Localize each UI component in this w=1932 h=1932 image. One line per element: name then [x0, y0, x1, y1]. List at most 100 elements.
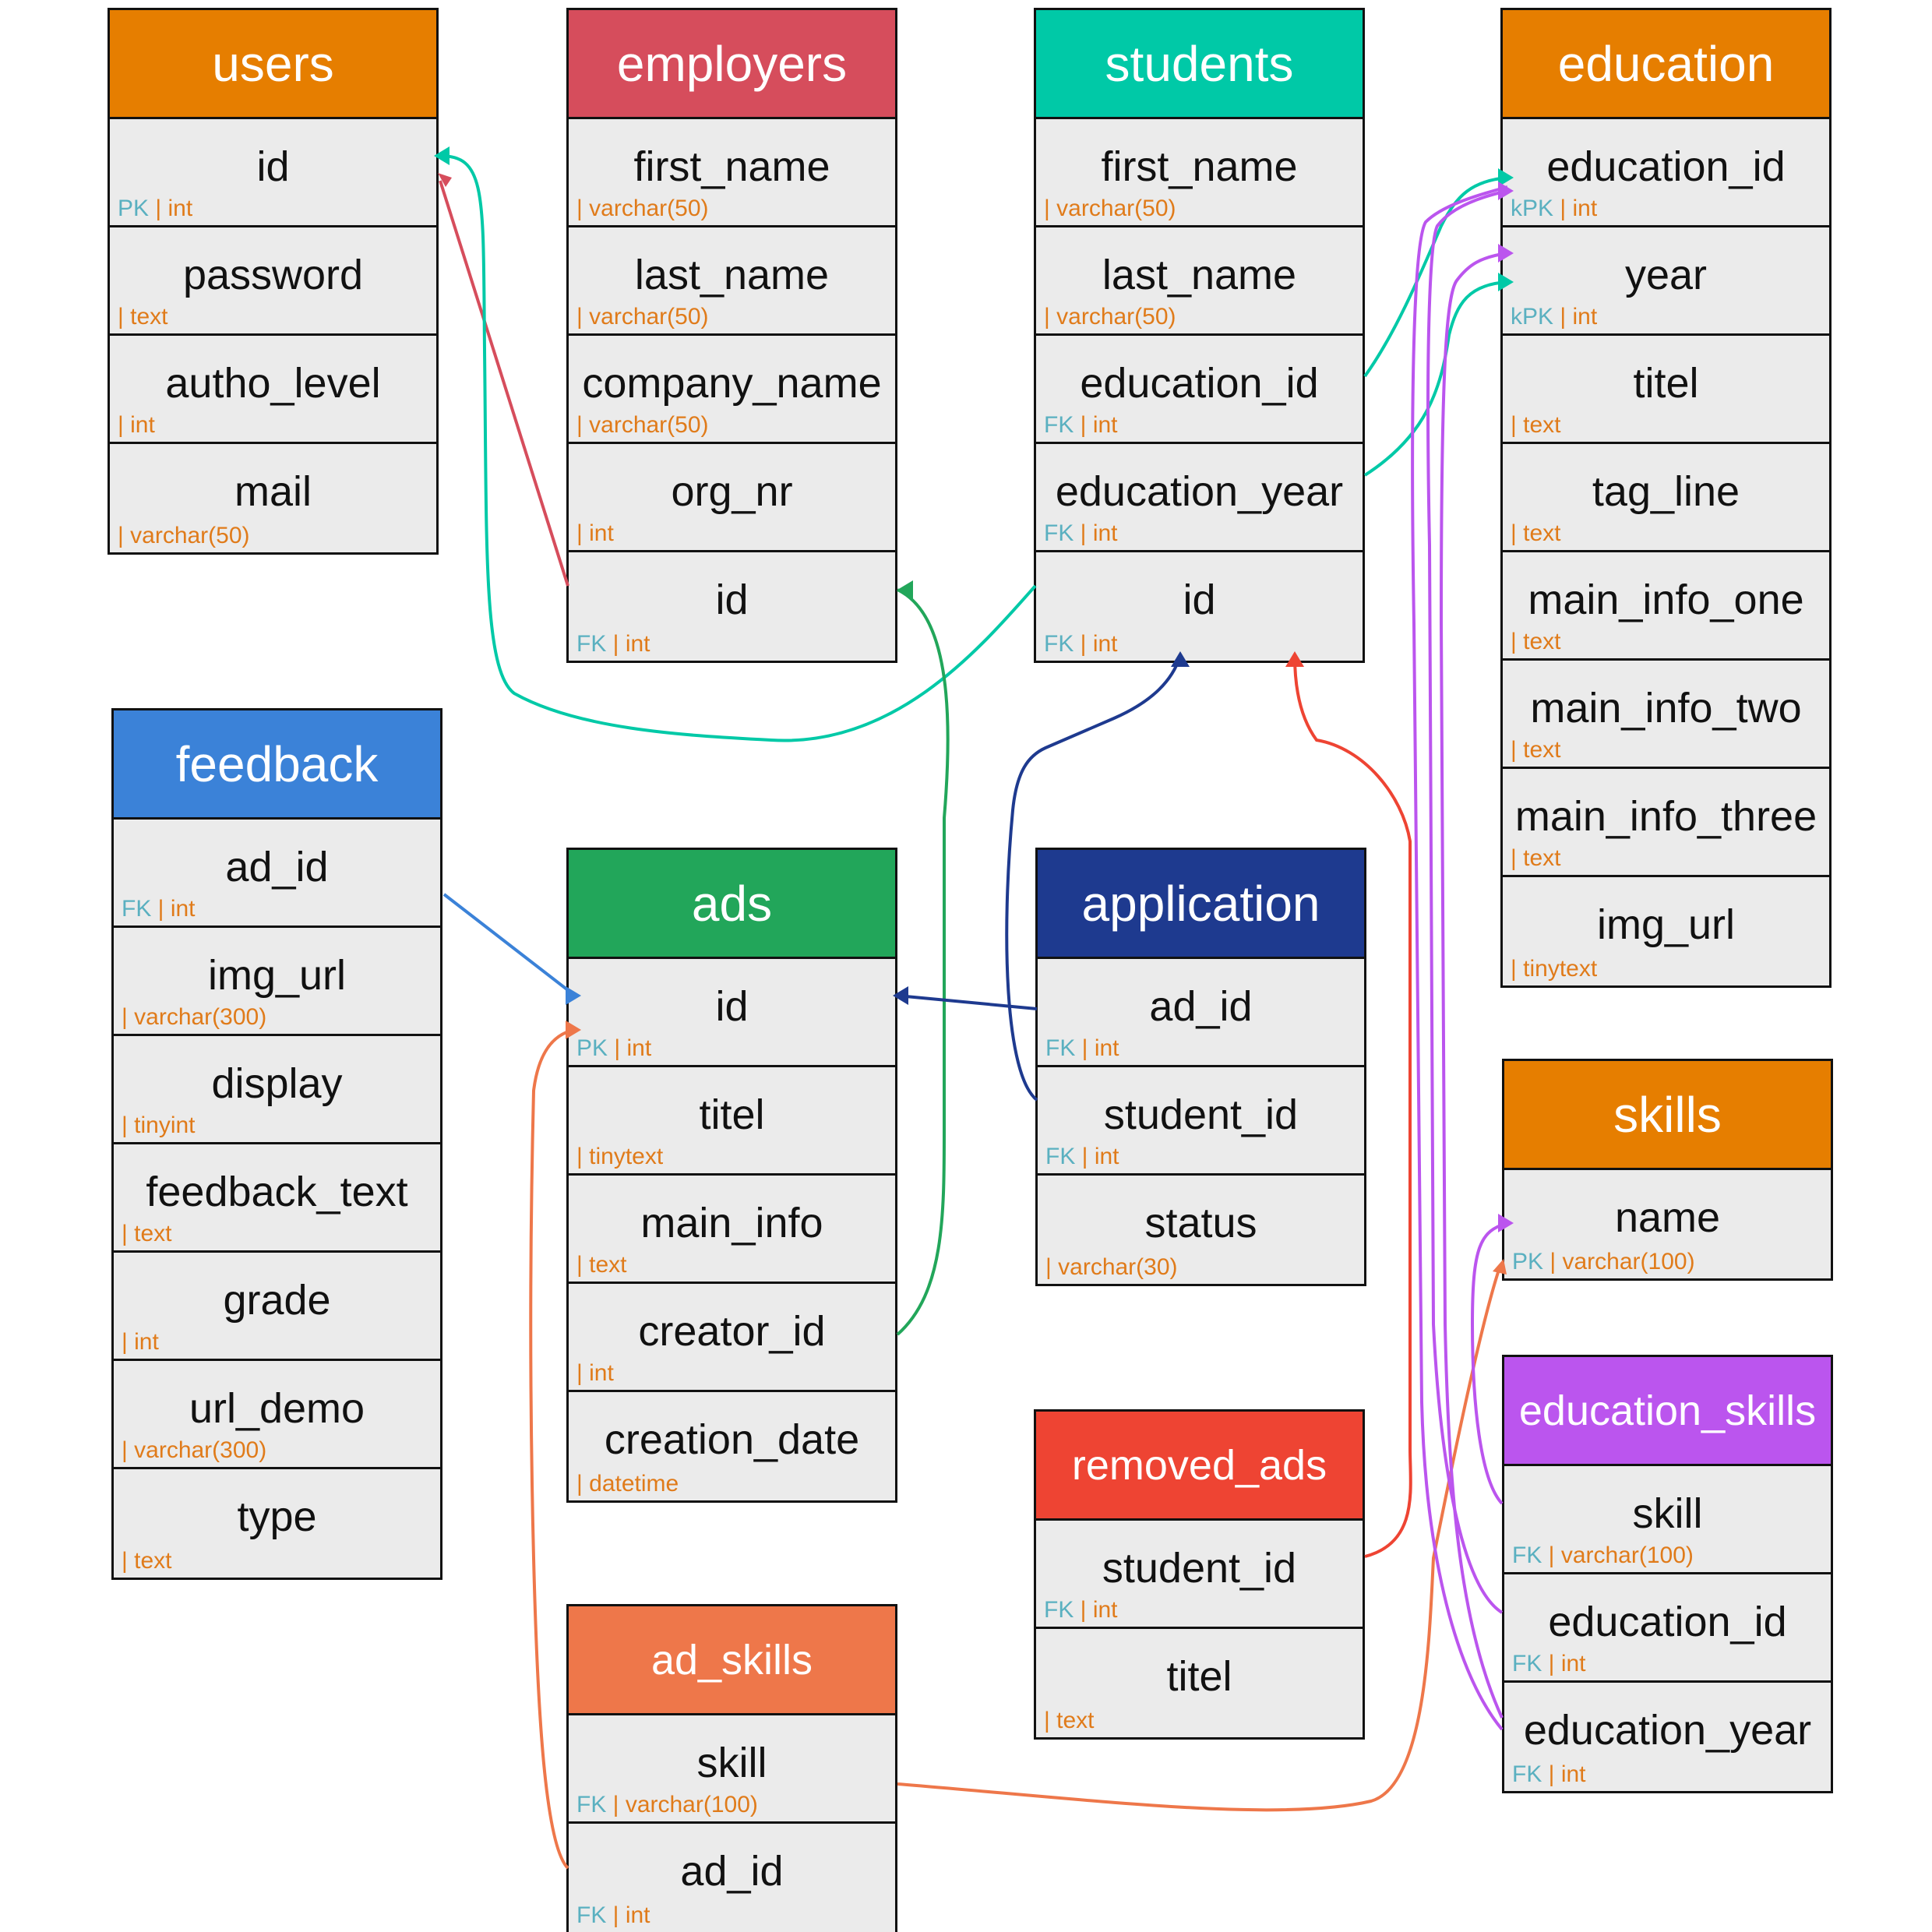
field-row[interactable]: main_info| text [569, 1176, 895, 1284]
field-key: PK [118, 196, 150, 221]
field-name: education_id [1546, 143, 1786, 190]
field-name: skill [696, 1740, 767, 1786]
field-row[interactable]: creator_id| int [569, 1284, 895, 1392]
field-meta: | text [122, 1221, 172, 1246]
link-application-ad-to-ads-id [897, 994, 1038, 1010]
field-row[interactable]: creation_date| datetime [569, 1392, 895, 1500]
field-row[interactable]: display| tinyint [114, 1036, 440, 1144]
field-name: titel [1166, 1653, 1232, 1700]
field-row[interactable]: url_demo| varchar(300) [114, 1361, 440, 1469]
field-name: type [237, 1493, 317, 1540]
table-title: application [1081, 875, 1320, 932]
field-row[interactable]: feedback_text| text [114, 1144, 440, 1253]
field-name: last_name [634, 252, 830, 298]
field-type: text [134, 1221, 172, 1246]
field-name: status [1144, 1200, 1257, 1246]
field-name: img_url [207, 952, 347, 999]
field-key: FK [1044, 1597, 1074, 1623]
field-type: int [626, 1035, 652, 1061]
field-name: student_id [1102, 1545, 1297, 1592]
table-header: skills [1504, 1061, 1831, 1170]
field-type: varchar(50) [1056, 304, 1176, 330]
field-meta: FK | varchar(100) [1512, 1542, 1694, 1568]
field-key: FK [1044, 520, 1074, 546]
field-row[interactable]: last_name | varchar(50) [569, 227, 895, 336]
field-row[interactable]: titel| text [1036, 1629, 1363, 1737]
field-row[interactable]: tag_line| text [1503, 444, 1829, 552]
field-name: url_demo [189, 1385, 365, 1432]
field-meta: FK | int [122, 896, 196, 922]
field-type: varchar(50) [1056, 196, 1176, 221]
field-row[interactable]: titel| text [1503, 336, 1829, 444]
field-row[interactable]: first_name| varchar(50) [1036, 119, 1363, 227]
field-row[interactable]: mail| varchar(50) [110, 444, 436, 552]
field-row[interactable]: org_nr| int [569, 444, 895, 552]
field-key: FK [1512, 1542, 1542, 1568]
field-name: main_info_three [1514, 793, 1817, 840]
field-type: int [589, 1360, 614, 1386]
field-meta: | int [576, 1360, 614, 1386]
field-meta: kPK | int [1511, 304, 1598, 330]
field-meta: | text [1511, 737, 1561, 763]
field-row[interactable]: type| text [114, 1469, 440, 1578]
field-type: text [589, 1252, 627, 1278]
field-row[interactable]: main_info_three| text [1503, 769, 1829, 877]
field-row[interactable]: first_name| varchar(50) [569, 119, 895, 227]
field-row[interactable]: main_info_two| text [1503, 661, 1829, 769]
field-row[interactable]: password| text [110, 227, 436, 336]
field-row[interactable]: img_url| tinytext [1503, 877, 1829, 985]
field-row[interactable]: autho_level| int [110, 336, 436, 444]
table-students[interactable]: students first_name| varchar(50) last_na… [1034, 8, 1365, 663]
field-type: int [170, 896, 196, 922]
field-meta: FK | int [1512, 1651, 1586, 1676]
field-row[interactable]: skill FK | varchar(100) [1504, 1466, 1831, 1574]
field-row[interactable]: main_info_one| text [1503, 552, 1829, 661]
table-title: ad_skills [650, 1636, 813, 1683]
field-row[interactable]: titel| tinytext [569, 1067, 895, 1176]
field-meta: | int [576, 520, 614, 546]
field-row[interactable]: grade| int [114, 1253, 440, 1361]
field-row[interactable]: status| varchar(30) [1038, 1176, 1364, 1284]
field-type: int [1094, 1144, 1119, 1169]
field-type: varchar(300) [134, 1437, 267, 1463]
field-type: text [1523, 520, 1561, 546]
field-row[interactable]: company_name| varchar(50) [569, 336, 895, 444]
field-type: text [130, 304, 168, 330]
table-employers[interactable]: employers first_name| varchar(50) last_n… [566, 8, 897, 663]
field-row[interactable]: last_name| varchar(50) [1036, 227, 1363, 336]
field-key: FK [1044, 412, 1074, 438]
field-type: int [134, 1329, 159, 1355]
field-name: skill [1632, 1490, 1703, 1537]
field-row[interactable]: img_url| varchar(300) [114, 928, 440, 1036]
field-name: main_info_one [1528, 576, 1804, 623]
field-meta: | varchar(50) [576, 304, 709, 330]
field-type: int [167, 196, 193, 221]
